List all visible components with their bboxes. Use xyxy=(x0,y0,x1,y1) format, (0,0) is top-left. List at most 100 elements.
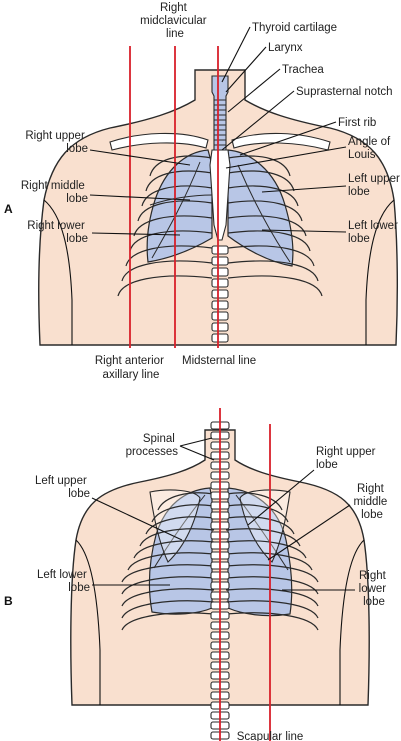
right-arm-outline-b xyxy=(339,539,365,705)
trachea-larynx xyxy=(211,75,229,151)
anterior-rib-left xyxy=(227,170,295,192)
leader-thyroid-cartilage xyxy=(221,26,251,83)
sternum xyxy=(209,149,231,241)
label-right-lower-lobe-a: Right lower lobe xyxy=(27,220,88,245)
vertebra xyxy=(211,245,229,255)
left-oblique-fissure xyxy=(237,164,291,263)
label-first-rib: First rib xyxy=(338,117,376,129)
vertebra xyxy=(211,267,229,277)
leader-spinal-processes-2 xyxy=(179,445,215,461)
posterior-rib-right xyxy=(225,612,319,631)
label-suprasternal-notch: Suprasternal notch xyxy=(296,86,393,98)
anterior-rib-left xyxy=(227,200,303,222)
leader-left-upper-lobe-b xyxy=(91,497,183,541)
leader-right-middle-lobe-b xyxy=(267,504,351,561)
anterior-spine xyxy=(211,245,229,343)
anterior-rib-right xyxy=(149,155,213,177)
leader-spinal-processes xyxy=(179,437,213,447)
label-left-upper-lobe-b: Left upper lobe xyxy=(35,475,90,500)
right-scapula xyxy=(239,489,291,563)
label-thyroid-cartilage: Thyroid cartilage xyxy=(252,22,337,34)
left-arm-outline xyxy=(43,199,73,345)
label-right-upper-lobe-b: Right upper lobe xyxy=(316,446,379,471)
anterior-rib-right xyxy=(117,275,213,297)
posterior-rib-left xyxy=(121,576,215,595)
posterior-rib-left xyxy=(151,504,215,523)
leader-right-upper-lobe-a xyxy=(89,149,191,166)
posterior-rib-right xyxy=(225,552,313,571)
posterior-rib-left xyxy=(133,540,215,559)
label-right-midclavicular-line: Right midclavicular line xyxy=(140,2,210,40)
panel-b: Spinal processes Left upper lobe Left lo… xyxy=(4,408,390,741)
vertebra xyxy=(211,322,229,332)
posterior-rib-right xyxy=(225,504,289,523)
vertebra xyxy=(211,300,229,310)
label-trachea: Trachea xyxy=(282,64,324,76)
posterior-rib-left xyxy=(121,588,215,607)
vertebra xyxy=(211,333,229,343)
posterior-rib-right xyxy=(225,564,319,583)
leader-suprasternal-notch xyxy=(221,90,295,151)
label-left-lower-lobe-b: Left lower lobe xyxy=(37,569,90,594)
anterior-rib-right xyxy=(145,170,213,192)
left-scapula xyxy=(149,489,201,563)
vertebra xyxy=(211,256,229,266)
leader-right-middle-lobe-a xyxy=(89,194,191,201)
leader-angle-of-louis xyxy=(225,146,347,169)
anterior-rib-right xyxy=(129,230,213,252)
label-left-upper-lobe-a: Left upper lobe xyxy=(348,173,401,198)
anterior-rib-right xyxy=(125,245,213,267)
right-lung xyxy=(146,149,213,263)
posterior-rib-right xyxy=(225,600,319,619)
left-clavicle xyxy=(231,132,331,151)
label-right-anterior-axillary-line: Right anterior axillary line xyxy=(95,355,167,381)
vertebra xyxy=(211,278,229,288)
anterior-rib-left xyxy=(227,155,291,177)
posterior-rib-left xyxy=(121,612,215,631)
anterior-rib-left xyxy=(227,230,311,252)
anterior-rib-right xyxy=(133,215,213,237)
posterior-rib-right xyxy=(225,492,283,511)
posterior-rib-cage xyxy=(121,492,319,631)
panel-a: Right midclavicular line Thyroid cartila… xyxy=(4,2,401,381)
anterior-rib-right xyxy=(141,185,213,207)
vertebra xyxy=(211,311,229,321)
posterior-rib-left xyxy=(139,528,215,547)
panel-letter-a: A xyxy=(4,202,13,216)
right-oblique-fissure xyxy=(151,161,201,259)
leader-right-upper-lobe-b xyxy=(247,469,315,526)
right-clavicle xyxy=(109,132,209,151)
label-spinal-processes: Spinal processes xyxy=(126,433,179,458)
posterior-rib-right xyxy=(225,588,319,607)
right-arm-outline xyxy=(365,199,395,345)
anterior-rib-right xyxy=(121,260,213,282)
anterior-rib-right xyxy=(137,200,213,222)
posterior-rib-left xyxy=(145,516,215,535)
leader-trachea xyxy=(227,68,281,113)
anterior-rib-left xyxy=(227,245,315,267)
right-oblique-fissure-b xyxy=(235,494,289,571)
posterior-rib-left xyxy=(157,492,215,511)
posterior-rib-left xyxy=(127,552,215,571)
panel-letter-b: B xyxy=(4,594,13,608)
right-horizontal-fissure xyxy=(149,194,213,206)
label-left-lower-lobe-a: Left lower lobe xyxy=(348,220,401,245)
anterior-rib-left xyxy=(227,185,299,207)
leader-right-lower-lobe-a xyxy=(91,232,181,236)
label-larynx: Larynx xyxy=(268,42,303,54)
vertebra xyxy=(211,289,229,299)
posterior-rib-left xyxy=(121,600,215,619)
label-right-middle-lobe-b: Right middle lobe xyxy=(353,483,390,521)
label-midsternal-line: Midsternal line xyxy=(182,355,256,367)
label-angle-of-louis: Angle of Louis xyxy=(348,136,393,161)
label-right-middle-lobe-a: Right middle lobe xyxy=(21,180,88,205)
anterior-rib-left xyxy=(227,275,323,297)
label-right-lower-lobe-b: Right lower lobe xyxy=(359,570,390,608)
posterior-rib-right xyxy=(225,528,301,547)
label-scapular-line: Scapular line xyxy=(237,731,303,741)
leader-left-lower-lobe-a xyxy=(261,229,347,233)
leader-larynx xyxy=(225,46,267,93)
leader-left-upper-lobe-a xyxy=(261,185,347,193)
anterior-rib-left xyxy=(227,260,319,282)
